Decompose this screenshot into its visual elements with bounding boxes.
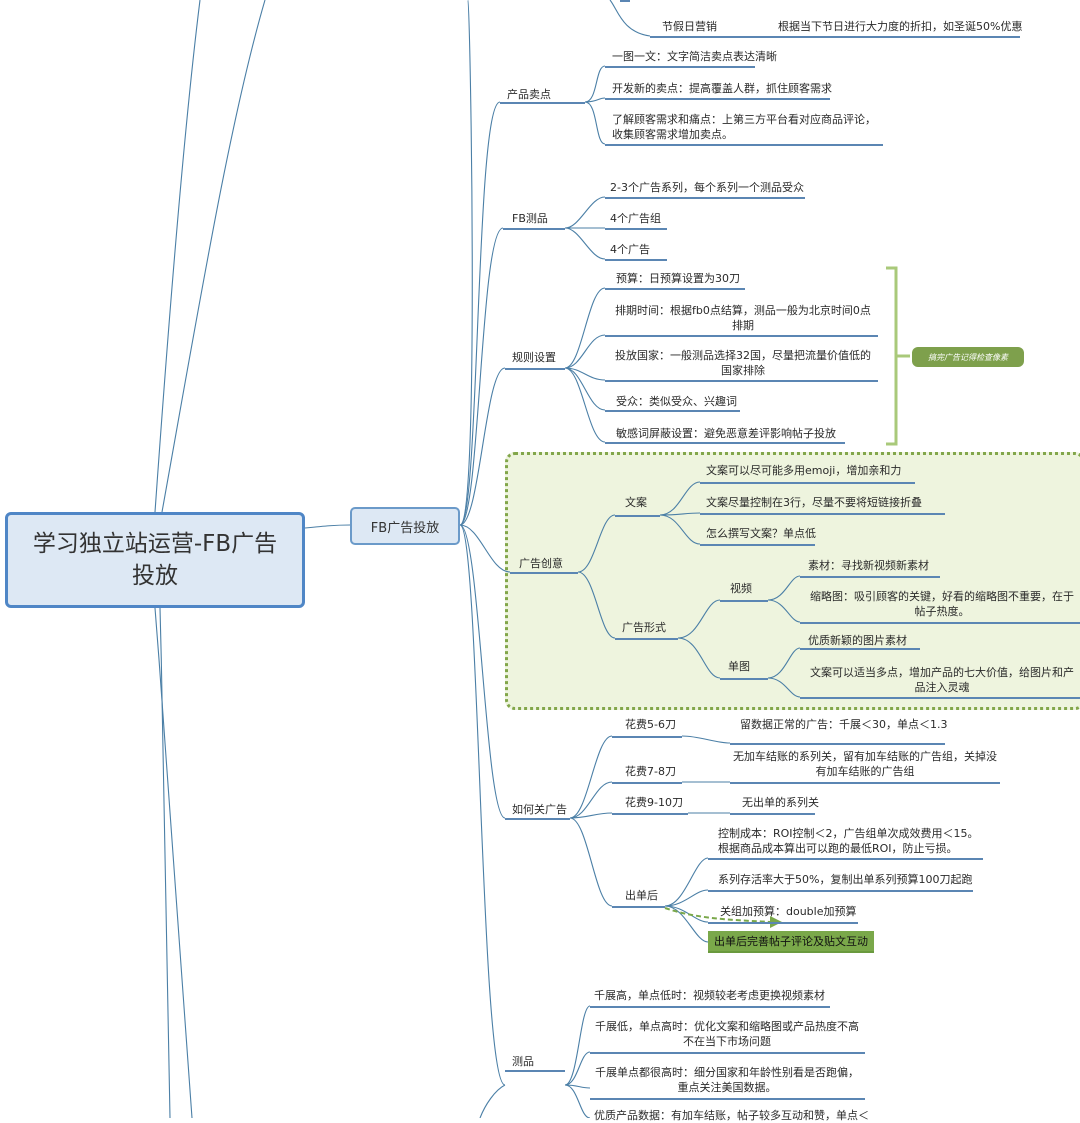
underline (590, 1052, 865, 1054)
creative-label: 广告创意 (519, 557, 563, 570)
test-item: 千展低，单点高时：优化文案和缩略图或产品热度不高不在当下市场问题 (595, 1020, 859, 1048)
rule-item: 敏感词屏蔽设置：避免恶意差评影响帖子投放 (616, 427, 836, 440)
underline (800, 648, 920, 650)
underline (615, 515, 660, 517)
image-label: 单图 (728, 660, 750, 673)
underline (612, 906, 665, 908)
video-item: 缩略图：吸引顾客的关键，好看的缩略图不重要，在于帖子热度。 (810, 590, 1074, 618)
underline (605, 410, 740, 412)
underline (510, 572, 578, 574)
after-item: 控制成本：ROI控制＜2，广告组单次成效费用＜15。根据商品成本算出可以跑的最低… (718, 827, 979, 855)
image-item: 优质新颖的图片素材 (808, 634, 907, 647)
rules-label: 规则设置 (512, 351, 556, 364)
underline (605, 98, 830, 100)
underline (700, 513, 945, 515)
summary-note: 搞完广告记得检查像素 (912, 347, 1024, 367)
fb-test-item: 4个广告 (610, 243, 650, 256)
test-product-label: 测品 (512, 1055, 534, 1068)
underline (505, 368, 565, 370)
rule-item: 投放国家：一般测品选择32国，尽量把流量价值低的国家排除 (615, 349, 871, 377)
underline (800, 697, 1080, 699)
underline (620, 0, 630, 2)
branch-label: FB广告投放 (370, 520, 440, 536)
underline (590, 1006, 830, 1008)
underline (605, 380, 878, 382)
selling-item: 了解顾客需求和痛点：上第三方平台看对应商品评论，收集顾客需求增加卖点。 (612, 113, 876, 141)
underline (650, 36, 1020, 38)
after-item: 关组加预算：double加预算 (720, 905, 857, 918)
underline (615, 638, 678, 640)
underline (708, 922, 858, 924)
after-item: 系列存活率大于50%，复制出单系列预算100刀起跑 (718, 873, 973, 886)
image-item: 文案可以适当多点，增加产品的七大价值，给图片和产品注入灵魂 (810, 666, 1074, 694)
underline (503, 228, 565, 230)
underline (720, 600, 768, 602)
selling-item: 开发新的卖点：提高覆盖人群，抓住顾客需求 (612, 82, 832, 95)
test-item: 千展单点都很高时：细分国家和年龄性别看是否跑偏，重点关注美国数据。 (595, 1066, 859, 1094)
underline (730, 813, 815, 815)
underline (590, 1098, 865, 1100)
spend-label: 花费7-8刀 (625, 765, 676, 778)
holiday-text: 根据当下节日进行大力度的折扣，如圣诞50%优惠 (778, 20, 1023, 33)
underline (605, 335, 878, 337)
underline (505, 1070, 565, 1072)
fb-test-item: 4个广告组 (610, 212, 661, 225)
underline (605, 259, 667, 261)
video-label: 视频 (730, 582, 752, 595)
video-item: 素材：寻找新视频新素材 (808, 559, 929, 572)
selling-item: 一图一文：文字简洁卖点表达清晰 (612, 50, 777, 63)
underline (505, 818, 570, 820)
underline (708, 890, 973, 892)
spend-label: 花费5-6刀 (625, 718, 676, 731)
copy-label: 文案 (625, 496, 647, 509)
underline (700, 544, 815, 546)
selling-label: 产品卖点 (507, 88, 551, 101)
close-ads-label: 如何关广告 (512, 803, 567, 816)
copy-item: 文案可以尽可能多用emoji，增加亲和力 (706, 464, 902, 477)
underline (612, 736, 682, 738)
underline (605, 144, 883, 146)
spend-text: 留数据正常的广告：千展＜30，单点＜1.3 (740, 718, 948, 731)
underline (708, 858, 983, 860)
underline (605, 442, 845, 444)
form-label: 广告形式 (622, 621, 666, 634)
spend-text: 无出单的系列关 (742, 796, 819, 809)
underline (730, 743, 945, 745)
test-item: 千展高，单点低时：视频较老考虑更换视频素材 (594, 989, 825, 1002)
spend-label: 花费9-10刀 (625, 796, 683, 809)
test-item: 优质产品数据：有加车结账，帖子较多互动和赞，单点＜ (594, 1109, 869, 1122)
rule-item: 受众：类似受众、兴趣词 (616, 395, 737, 408)
underline (700, 482, 915, 484)
fb-test-item: 2-3个广告系列，每个系列一个测品受众 (610, 181, 804, 194)
rule-item: 预算：日预算设置为30刀 (616, 272, 740, 285)
root-node[interactable]: 学习独立站运营-FB广告投放 (5, 512, 305, 608)
copy-item: 文案尽量控制在3行，尽量不要将短链接折叠 (706, 496, 922, 509)
underline (730, 782, 1000, 784)
fb-test-label: FB测品 (512, 212, 548, 225)
holiday-label: 节假日营销 (662, 20, 717, 33)
branch-node-fb-ads[interactable]: FB广告投放 (350, 507, 460, 545)
underline (612, 813, 688, 815)
underline (605, 288, 745, 290)
underline (500, 102, 585, 104)
underline (720, 678, 768, 680)
underline (605, 66, 755, 68)
underline (605, 228, 667, 230)
spend-text: 无加车结账的系列关，留有加车结账的广告组，关掉没有加车结账的广告组 (733, 750, 997, 778)
copy-item: 怎么撰写文案？单点低 (706, 527, 816, 540)
underline (612, 782, 682, 784)
underline (800, 622, 1080, 624)
after-label: 出单后 (625, 889, 658, 902)
underline (605, 197, 805, 199)
root-title: 学习独立站运营-FB广告投放 (32, 531, 278, 589)
after-note: 出单后完善帖子评论及贴文互动 (708, 931, 874, 953)
underline (800, 576, 940, 578)
rule-item: 排期时间：根据fb0点结算，测品一般为北京时间0点排期 (615, 304, 871, 332)
